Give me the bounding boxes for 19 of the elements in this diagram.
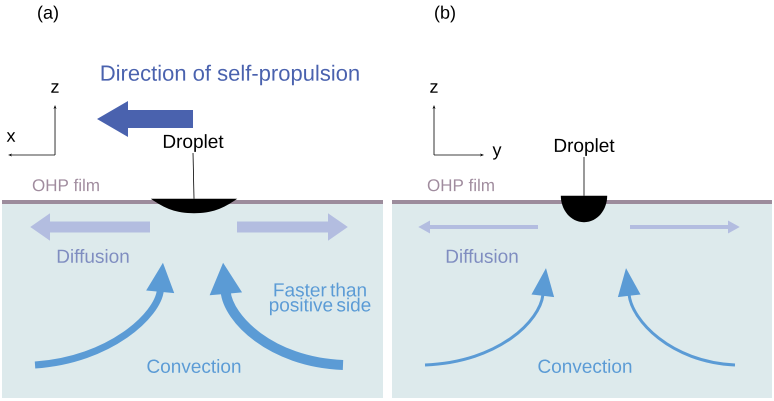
- droplet-label: Droplet: [554, 138, 614, 156]
- convection-label: Convection: [147, 359, 240, 373]
- diffusion-label: Diffusion: [446, 249, 518, 263]
- droplet: [150, 198, 238, 214]
- leader-line: [192, 152, 194, 200]
- convection-label: Convection: [538, 359, 632, 373]
- annotation: Faster than positive side: [270, 282, 370, 316]
- axis-label: x: [6, 132, 16, 142]
- panel-label: (a): [38, 6, 58, 22]
- panel-label: (b): [435, 6, 455, 22]
- film-label: OHP film: [32, 178, 99, 192]
- film-label: OHP film: [428, 178, 494, 192]
- axis-label: z: [51, 83, 59, 93]
- diffusion-label: Diffusion: [58, 249, 129, 263]
- axis-label: y: [492, 146, 502, 160]
- droplet: [560, 196, 608, 222]
- droplet-label: Droplet: [164, 134, 224, 152]
- axis-label: z: [430, 83, 438, 93]
- direction-label: Direction of self-propulsion: [102, 64, 359, 86]
